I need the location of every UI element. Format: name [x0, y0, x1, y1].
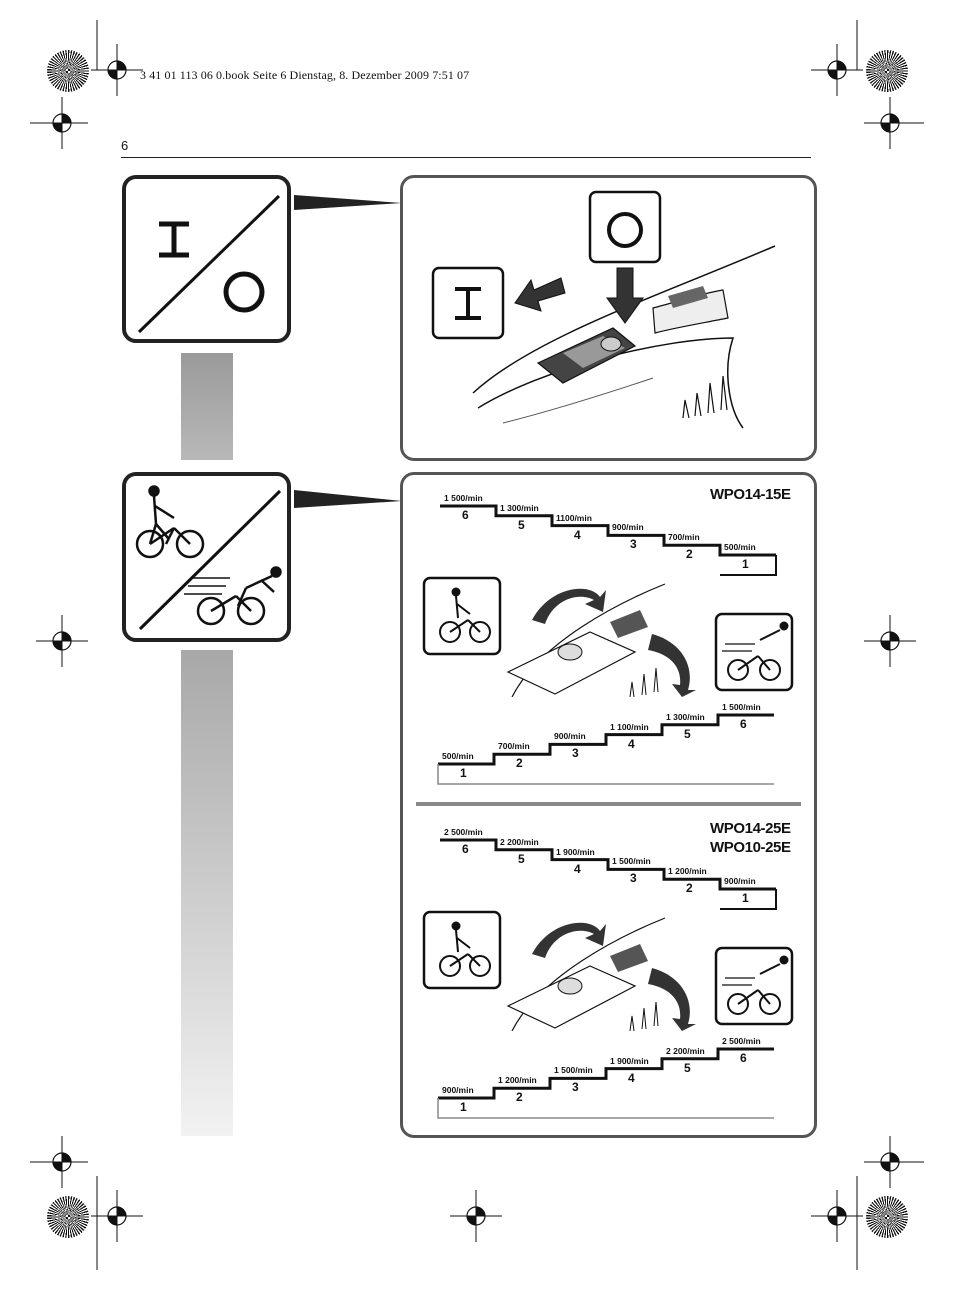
- header-rule: [121, 157, 811, 158]
- rotate-arrow-icon: [648, 968, 696, 1031]
- slow-cyclist-icon: [422, 910, 502, 990]
- off-symbol-icon: [588, 190, 662, 264]
- model-label: WPO14-25E: [710, 820, 791, 837]
- color-rosette-icon: [866, 50, 908, 92]
- speed-dial-illustration: [422, 576, 794, 697]
- color-rosette-icon: [866, 1196, 908, 1238]
- model-label: WPO14-15E: [710, 486, 791, 503]
- step-rpm-label: 2 500/min: [722, 1036, 761, 1046]
- push-arrow-icon: [606, 267, 644, 324]
- step-rpm-label: 500/min: [724, 542, 756, 552]
- step-rpm-label: 1 500/min: [554, 1065, 593, 1076]
- step-rpm-label: 2 500/min: [444, 827, 483, 837]
- push-arrow-icon: [514, 277, 566, 312]
- step-rpm-label: 1 900/min: [556, 846, 595, 857]
- model-label: WPO10-25E: [710, 839, 791, 856]
- step-number: 6: [740, 1051, 747, 1065]
- step-number: 5: [684, 726, 691, 741]
- gray-bar-bottom: [181, 650, 233, 1136]
- registration-mark-icon: [35, 96, 89, 150]
- step-number: 3: [572, 746, 579, 761]
- registration-mark-icon: [863, 1135, 917, 1189]
- step-number: 2: [686, 547, 693, 562]
- step-number: 3: [572, 1080, 579, 1095]
- registration-mark-icon: [810, 43, 864, 97]
- step-number: 4: [628, 1070, 635, 1085]
- registration-mark-icon: [35, 614, 89, 668]
- step-rpm-label: 1 500/min: [612, 856, 651, 867]
- step-number: 1: [460, 766, 467, 780]
- step-rpm-label: 2 200/min: [666, 1045, 705, 1056]
- pointer-wedges: [294, 195, 402, 508]
- rotate-arrow-icon: [648, 634, 696, 697]
- step-number: 2: [516, 1090, 523, 1105]
- step-rpm-label: 900/min: [612, 522, 644, 533]
- slow-cyclist-icon: [422, 576, 502, 656]
- registration-mark-icon: [90, 43, 144, 97]
- step-number: 6: [462, 508, 469, 522]
- registration-mark-icon: [810, 1189, 864, 1243]
- step-rpm-label: 1 100/min: [610, 721, 649, 732]
- step-number: 3: [630, 871, 637, 886]
- color-rosette-icon: [47, 1196, 89, 1238]
- color-rosette-icon: [47, 50, 89, 92]
- step-rpm-label: 1 300/min: [500, 502, 539, 513]
- step-rpm-label: 1 200/min: [668, 866, 707, 877]
- print-meta: 3 41 01 113 06 0.book Seite 6 Dienstag, …: [140, 68, 470, 82]
- registration-mark-icon: [90, 1189, 144, 1243]
- step-number: 5: [684, 1060, 691, 1075]
- speed-selector-icon: [122, 472, 291, 642]
- page-number: 6: [121, 138, 129, 153]
- step-number: 4: [628, 736, 635, 751]
- slide-switch-icon: [536, 327, 637, 384]
- fast-cyclist-icon: [714, 946, 794, 1026]
- step-rpm-label: 900/min: [724, 876, 756, 886]
- step-number: 6: [740, 717, 747, 731]
- switch-panel: [400, 175, 817, 461]
- step-rpm-label: 900/min: [442, 1085, 474, 1095]
- gray-bar-top: [181, 353, 233, 460]
- on-symbol-icon: [431, 266, 505, 340]
- step-number: 1: [460, 1100, 467, 1114]
- registration-mark-icon: [863, 96, 917, 150]
- step-number: 4: [574, 527, 581, 542]
- fast-cyclist-icon: [184, 566, 282, 626]
- step-rpm-label: 1 500/min: [722, 702, 761, 712]
- step-number: 1: [742, 891, 749, 905]
- fast-cyclist-icon: [714, 612, 794, 692]
- step-number: 3: [630, 537, 637, 552]
- section-divider: [416, 802, 801, 806]
- step-rpm-label: 500/min: [442, 751, 474, 761]
- step-number: 4: [574, 861, 581, 876]
- step-number: 5: [518, 851, 525, 866]
- step-number: 1: [742, 557, 749, 571]
- step-rpm-label: 1 200/min: [498, 1075, 537, 1086]
- on-off-switch-icon: [122, 175, 291, 343]
- step-number: 2: [686, 881, 693, 896]
- step-rpm-label: 1 300/min: [666, 711, 705, 722]
- speed-dial-illustration: [422, 910, 794, 1031]
- step-rpm-label: 900/min: [554, 731, 586, 742]
- step-number: 6: [462, 842, 469, 856]
- step-rpm-label: 700/min: [498, 741, 530, 752]
- rotate-arrow-icon: [532, 588, 606, 624]
- step-rpm-label: 1 500/min: [444, 493, 483, 503]
- step-rpm-label: 1100/min: [556, 512, 592, 523]
- slow-cyclist-icon: [135, 485, 205, 559]
- step-number: 2: [516, 756, 523, 771]
- rotate-arrow-icon: [532, 922, 606, 958]
- registration-mark-icon: [863, 614, 917, 668]
- step-rpm-label: 700/min: [668, 532, 700, 543]
- step-rpm-label: 1 900/min: [610, 1055, 649, 1066]
- registration-mark-icon: [35, 1135, 89, 1189]
- step-rpm-label: 2 200/min: [500, 836, 539, 847]
- step-number: 5: [518, 517, 525, 532]
- registration-mark-icon: [449, 1189, 503, 1243]
